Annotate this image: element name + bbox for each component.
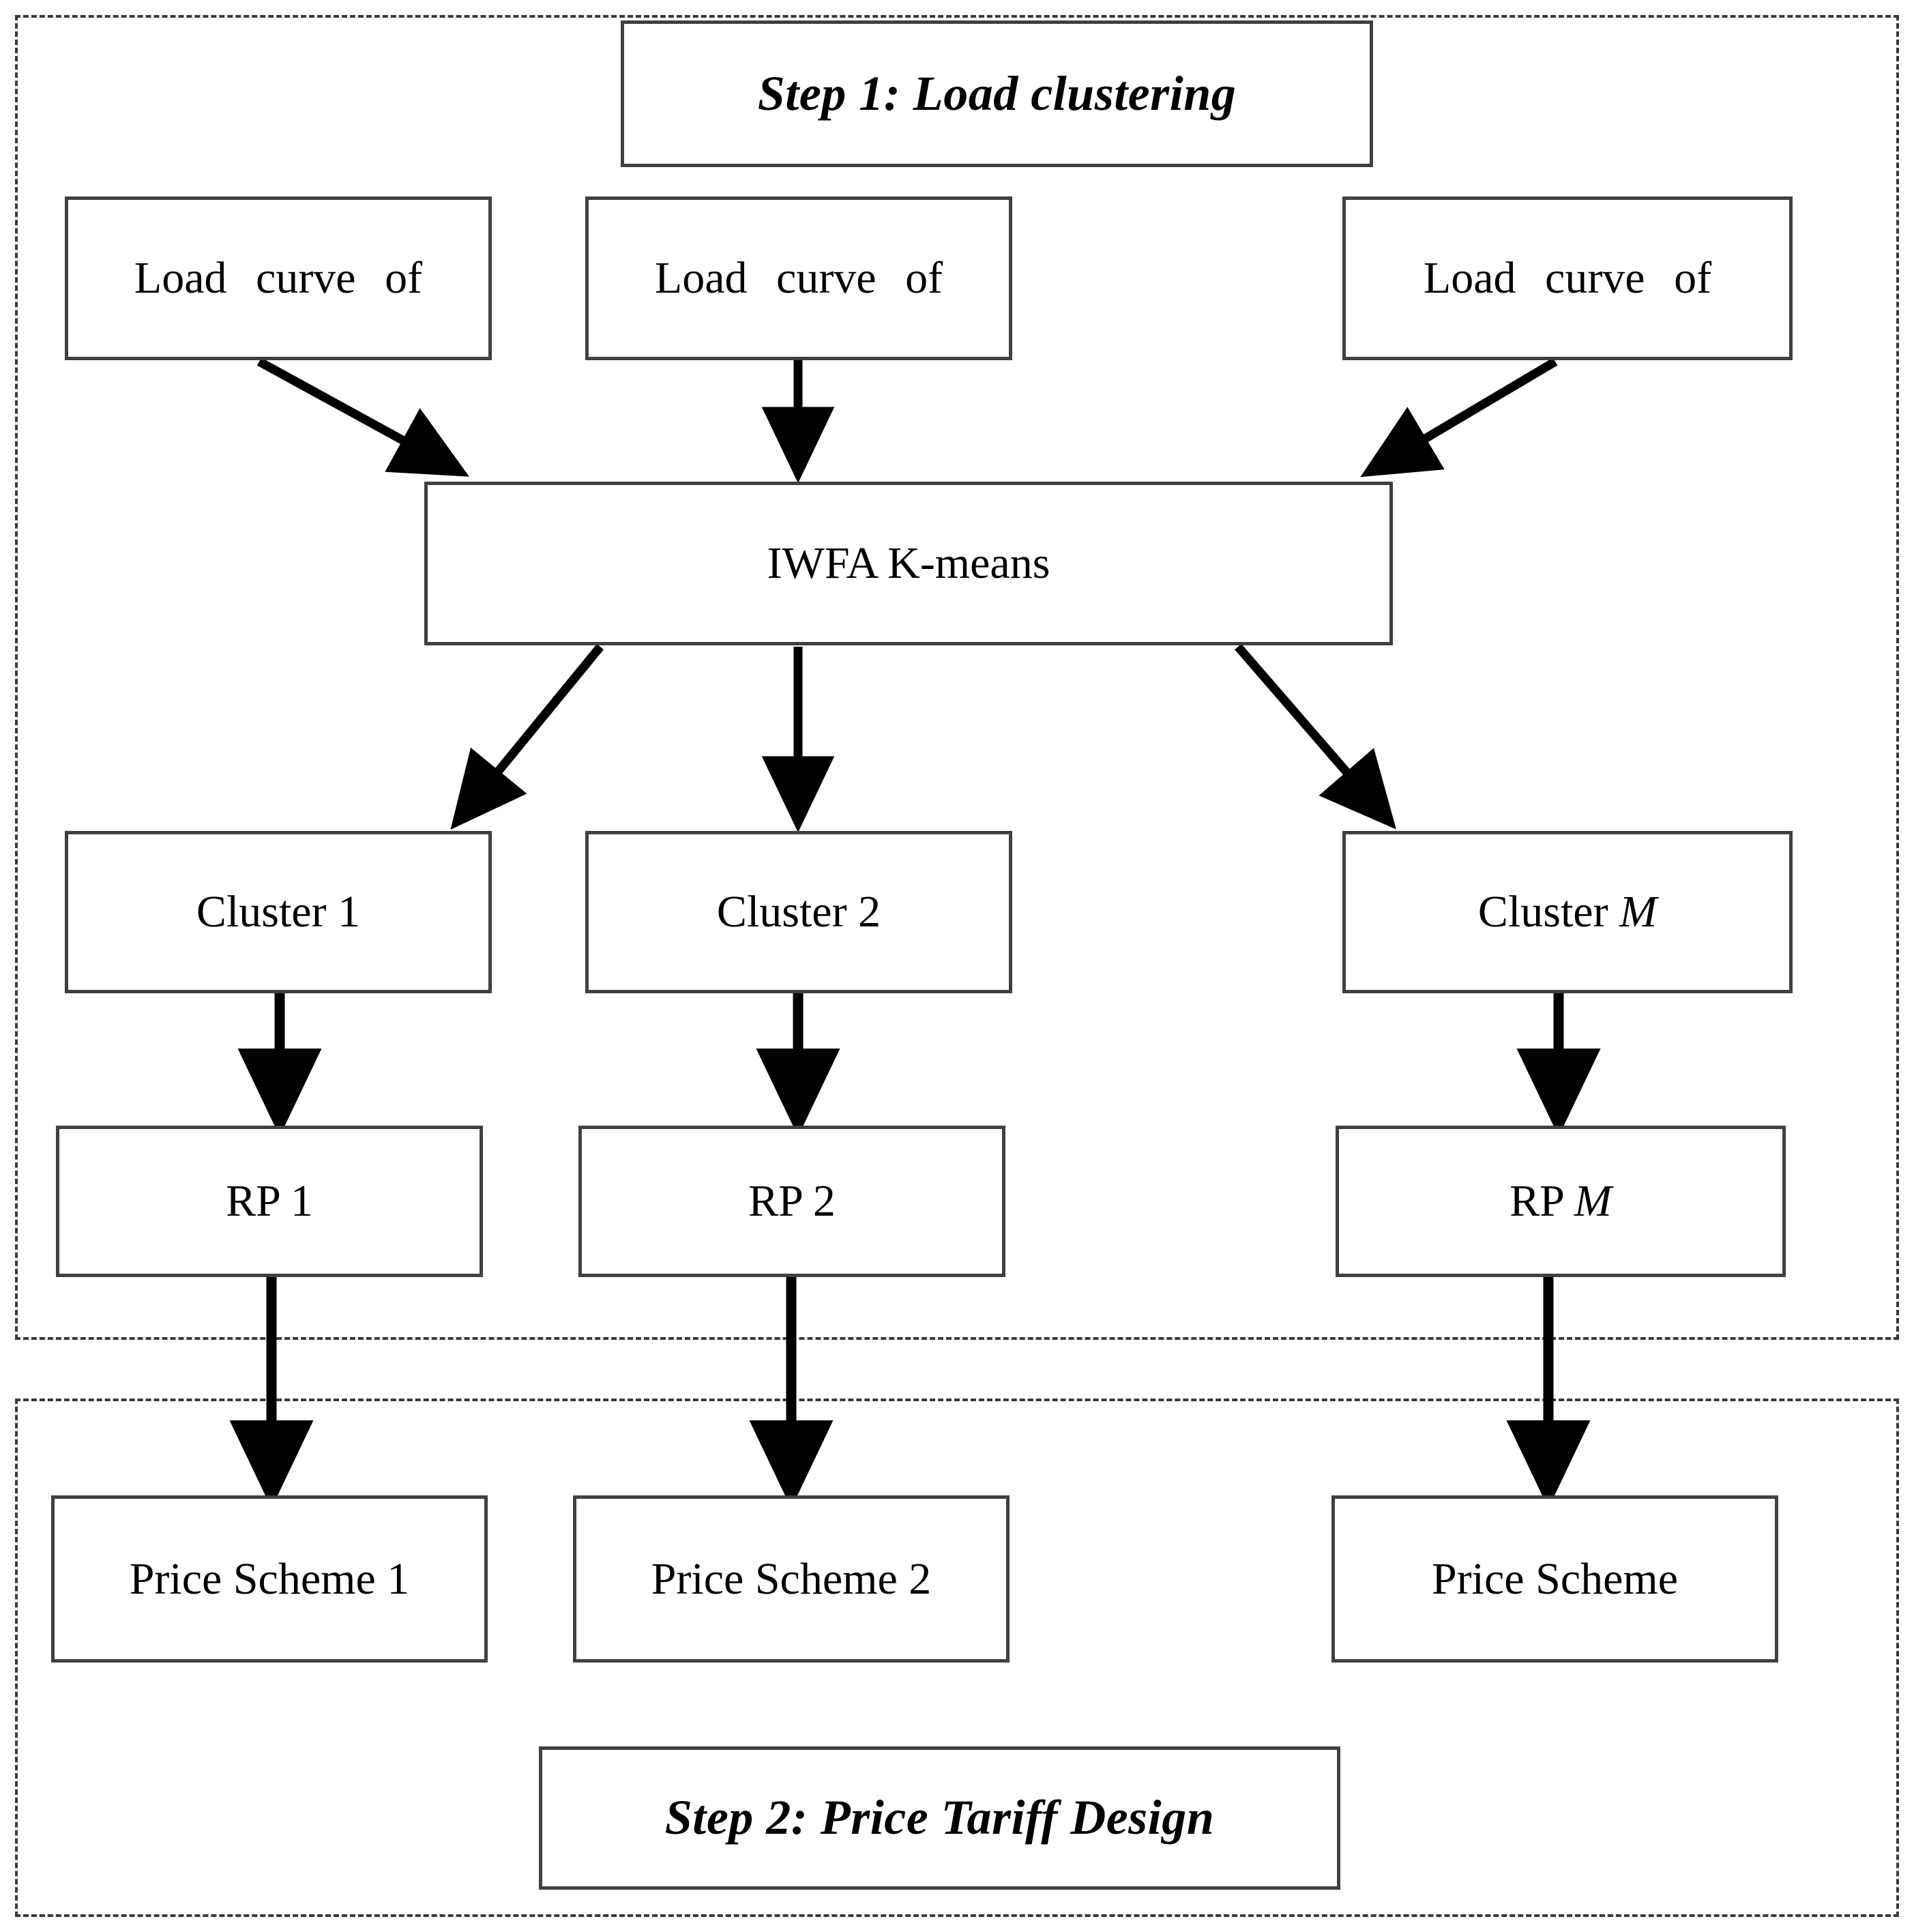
rp-label-3-prefix: RP xyxy=(1510,1176,1574,1227)
price-scheme-box-1[interactable]: Price Scheme 1 xyxy=(51,1495,488,1663)
price-scheme-label-3: Price Scheme xyxy=(1431,1553,1679,1604)
iwfa-kmeans-label: IWFA K-means xyxy=(767,538,1050,589)
cluster-label-2-suffix: 2 xyxy=(858,887,881,937)
rp-box-3[interactable]: RP M xyxy=(1336,1126,1786,1277)
cluster-label-1-suffix: 1 xyxy=(338,887,361,937)
rp-label-1-suffix: 1 xyxy=(290,1176,313,1227)
step2-region xyxy=(15,1399,1899,1917)
rp-label-3-suffix: M xyxy=(1574,1176,1612,1227)
step1-title-box: Step 1: Load clustering xyxy=(621,20,1373,167)
price-scheme-label-1: Price Scheme 1 xyxy=(129,1553,410,1604)
load-curve-box-3[interactable]: Load curve of xyxy=(1342,196,1793,360)
cluster-label-2-prefix: Cluster xyxy=(716,887,859,937)
iwfa-kmeans-box[interactable]: IWFA K-means xyxy=(424,482,1393,645)
rp-label-3: RP M xyxy=(1510,1177,1612,1225)
load-curve-box-2[interactable]: Load curve of xyxy=(585,196,1012,360)
load-curve-label-2: Load curve of xyxy=(654,253,943,304)
rp-label-2: RP 2 xyxy=(748,1177,836,1225)
rp-box-2[interactable]: RP 2 xyxy=(578,1126,1005,1277)
price-scheme-label-2: Price Scheme 2 xyxy=(651,1553,932,1604)
load-curve-label-3: Load curve of xyxy=(1423,253,1712,304)
cluster-label-3-suffix: M xyxy=(1619,887,1658,937)
step1-region xyxy=(15,15,1899,1340)
load-curve-label-1: Load curve of xyxy=(134,253,423,304)
rp-label-2-prefix: RP xyxy=(748,1176,813,1227)
step2-title-box: Step 2: Price Tariff Design xyxy=(539,1746,1340,1890)
step1-title-label: Step 1: Load clustering xyxy=(757,65,1237,121)
cluster-box-1[interactable]: Cluster 1 xyxy=(65,831,492,993)
cluster-label-2: Cluster 2 xyxy=(717,888,881,935)
cluster-box-3[interactable]: Cluster M xyxy=(1342,831,1793,993)
cluster-box-2[interactable]: Cluster 2 xyxy=(585,831,1012,993)
rp-box-1[interactable]: RP 1 xyxy=(56,1126,483,1277)
rp-label-2-suffix: 2 xyxy=(812,1176,836,1227)
rp-label-1-prefix: RP xyxy=(226,1176,291,1227)
cluster-label-1-prefix: Cluster xyxy=(196,887,338,937)
step2-title-label: Step 2: Price Tariff Design xyxy=(664,1790,1215,1845)
cluster-label-3: Cluster M xyxy=(1478,888,1657,935)
cluster-label-1: Cluster 1 xyxy=(196,888,360,935)
cluster-label-3-prefix: Cluster xyxy=(1477,887,1620,937)
rp-label-1: RP 1 xyxy=(226,1177,313,1225)
load-curve-box-1[interactable]: Load curve of xyxy=(65,196,492,360)
price-scheme-box-2[interactable]: Price Scheme 2 xyxy=(573,1495,1010,1663)
price-scheme-box-3[interactable]: Price Scheme xyxy=(1331,1495,1778,1663)
